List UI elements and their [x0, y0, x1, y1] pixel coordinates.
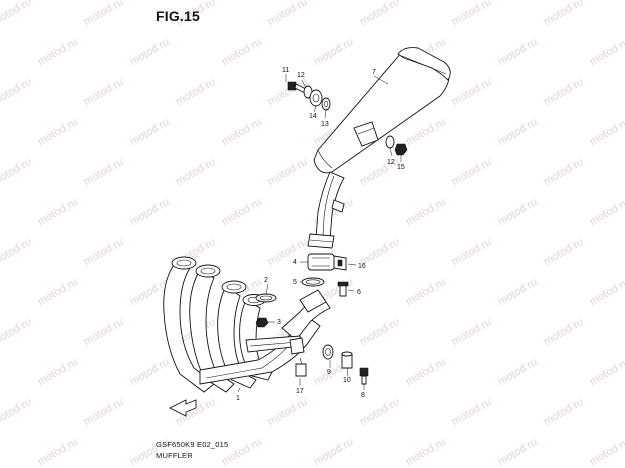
- exhaust-pipe-drawing: [163, 256, 331, 393]
- figure-title: FIG.15: [156, 8, 200, 24]
- callout-8: 8: [361, 392, 365, 399]
- figure-name: MUFFLER: [156, 451, 193, 460]
- callout-5: 5: [293, 279, 297, 286]
- callout-6: 6: [357, 289, 361, 296]
- callout-15: 15: [397, 164, 405, 171]
- callout-labels: 1 2 3 4 5 6 7 8 9 10 11 12 12 13 14 15 1…: [236, 67, 405, 402]
- hardware-drawing: [168, 81, 408, 417]
- callout-9: 9: [327, 369, 331, 376]
- figure-code: GSF650K9 E02_015: [156, 440, 229, 449]
- clamp-drawing: [301, 253, 349, 297]
- leader-lines: [237, 74, 402, 393]
- callout-10: 10: [343, 377, 351, 384]
- callout-16: 16: [358, 263, 366, 270]
- callout-14: 14: [309, 113, 317, 120]
- callout-12-right: 12: [387, 159, 395, 166]
- muffler-drawing: [307, 47, 451, 249]
- callout-1: 1: [236, 395, 240, 402]
- callout-7: 7: [372, 69, 376, 76]
- callout-17: 17: [296, 388, 304, 395]
- callout-3: 3: [277, 319, 281, 326]
- callout-11: 11: [282, 67, 289, 74]
- callout-2: 2: [264, 277, 268, 284]
- callout-13: 13: [321, 121, 329, 128]
- callout-4: 4: [293, 259, 297, 266]
- callout-12-top: 12: [297, 72, 305, 79]
- front-arrow-icon: [168, 399, 197, 417]
